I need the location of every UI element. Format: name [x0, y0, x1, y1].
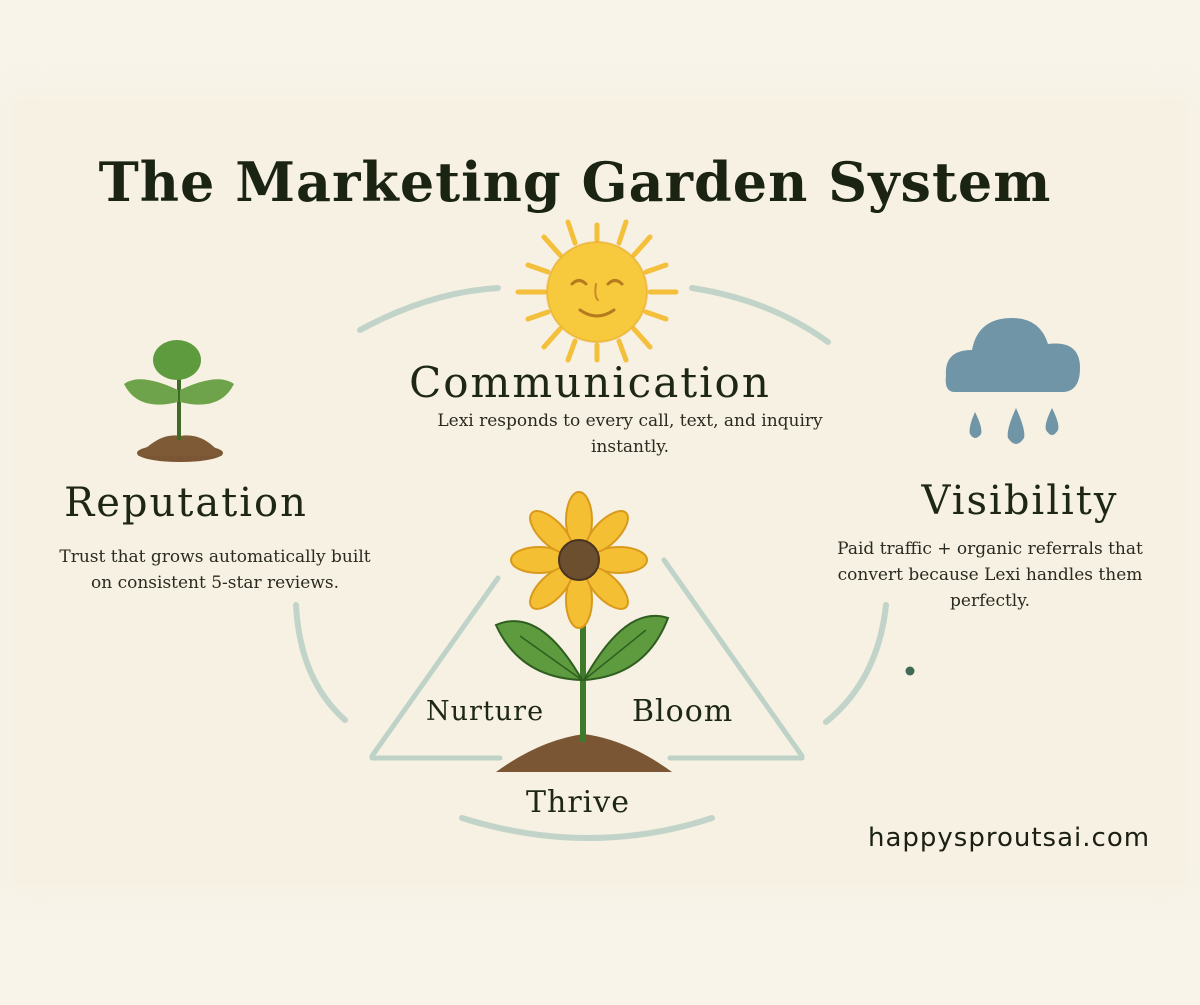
page-title: The Marketing Garden System: [98, 150, 1052, 214]
communication-description: Lexi responds to every call, text, and i…: [437, 411, 823, 457]
decorative-dot: [905, 666, 915, 676]
reputation-heading: Reputation: [64, 480, 308, 526]
rain-cloud-icon: [945, 318, 1080, 444]
thrive-label: Thrive: [526, 785, 630, 820]
cycle-ring: [293, 285, 889, 841]
cycle-triangle: [369, 557, 805, 761]
bloom-label: Bloom: [632, 694, 734, 729]
visibility-heading: Visibility: [921, 478, 1119, 524]
visibility-description: Paid traffic + organic referrals that co…: [837, 539, 1143, 611]
nurture-label: Nurture: [426, 696, 545, 727]
website-url[interactable]: happysproutsai.com: [868, 823, 1151, 853]
sprout-icon: [124, 340, 234, 462]
sun-icon: [515, 219, 679, 363]
sunflower-icon: [494, 491, 672, 772]
reputation-description: Trust that grows automatically built on …: [59, 547, 371, 593]
communication-heading: Communication: [409, 358, 771, 407]
sunflower-petals: [510, 491, 648, 629]
